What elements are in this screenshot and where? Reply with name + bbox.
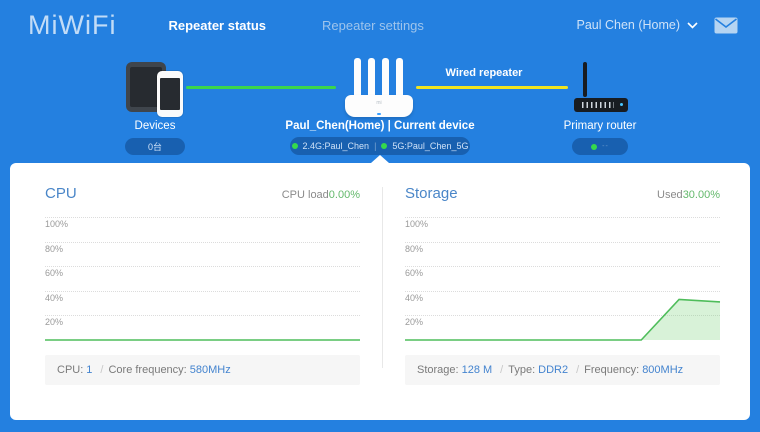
cpu-load-stat: CPU load0.00% [282,189,360,201]
router-antenna-icon [368,58,375,98]
storage-info-bar: Storage: 128 M / Type: DDR2 / Frequency:… [405,355,720,385]
separator: / [576,364,580,376]
status-dot-2-4g [291,143,298,149]
gridline [45,315,360,317]
router-antenna-icon [396,58,403,98]
router-vents [582,102,614,108]
gridline [405,217,720,218]
devices-count: 0台 [147,142,162,152]
main-nav: Repeater status Repeater settings [168,18,423,33]
ssid-2-4g: 2.4G:Paul_Chen [302,141,370,151]
wired-link-line [416,86,568,89]
ssid-5g: 5G:Paul_Chen_5G [392,141,469,151]
storage-used-label: Used [657,189,683,201]
cpu-series [45,211,360,343]
y-axis-tick: 40% [45,292,64,303]
current-device-label: Paul_Chen(Home) | Current device [285,120,475,132]
storage-type-value: DDR2 [538,364,569,376]
cpu-load-value: 0.00% [328,189,360,201]
storage-series [405,211,720,343]
gridline [405,315,720,317]
router-led [377,113,381,115]
gridline [45,290,360,292]
gridline [405,266,720,268]
gridline [45,266,360,268]
wireless-link-line [186,86,336,89]
y-axis-tick: 60% [45,268,64,279]
devices-count-badge[interactable]: 0台 [125,138,185,155]
y-axis-tick: 80% [405,243,424,254]
cpu-count-value: 1 [86,364,93,376]
cpu-load-label: CPU load [281,189,329,201]
gridline [405,241,720,243]
repeater-router-icon: mi [345,95,413,117]
storage-chart: 100% 80% 60% 40% 20% [405,211,720,343]
cpu-chart: 100% 80% 60% 40% 20% [45,211,360,343]
storage-size-value: 128 M [461,364,493,376]
ssid-badge[interactable]: 2.4G:Paul_Chen | 5G:Paul_Chen_5G [290,137,470,155]
account-name: Paul Chen (Home) [576,18,680,32]
storage-used-value: 30.00% [682,189,720,201]
separator: / [500,364,504,376]
primary-status-dot [591,143,598,150]
top-nav: MiWiFi Repeater status Repeater settings… [0,0,760,50]
cpu-title: CPU [45,185,77,202]
gridline [405,290,720,292]
cpu-count-label: CPU: [57,364,84,376]
separator: / [100,364,104,376]
router-antenna-icon [354,58,361,98]
primary-router-label: Primary router [563,120,637,132]
y-axis-tick: 40% [405,292,424,303]
tab-repeater-status[interactable]: Repeater status [168,17,267,33]
primary-router-status-badge[interactable]: -- [572,138,628,155]
router-antenna-icon [382,58,389,98]
mi-logo-mark: mi [376,100,382,106]
account-menu[interactable]: Paul Chen (Home) [576,18,698,32]
core-frequency-label: Core frequency: [108,364,187,376]
tab-repeater-settings[interactable]: Repeater settings [322,17,424,33]
panel-pointer [371,155,389,163]
wired-repeater-label: Wired repeater [445,67,523,79]
y-axis-tick: 80% [45,243,64,254]
storage-used-stat: Used30.00% [657,189,720,201]
storage-type-label: Type: [508,364,536,376]
storage-header: Storage Used30.00% [405,185,720,202]
status-tick-marks: -- [602,143,609,150]
storage-frequency-label: Frequency: [584,364,640,376]
ssid-separator: | [374,141,377,151]
devices-label: Devices [134,120,176,132]
cpu-header: CPU CPU load0.00% [45,185,360,202]
y-axis-tick: 100% [45,219,69,229]
mail-button[interactable] [714,17,738,34]
chevron-down-icon [687,21,698,29]
status-dot-5g [381,143,388,149]
cpu-section: CPU CPU load0.00% 100% 80% 60% 40% 20% CPU: … [45,185,360,398]
primary-router-icon [574,98,628,112]
storage-size-label: Storage: [417,364,459,376]
miwifi-app: MiWiFi Repeater status Repeater settings… [0,0,760,420]
gridline [45,217,360,218]
mail-icon [714,17,738,33]
storage-frequency-value: 800MHz [642,364,684,376]
y-axis-tick: 100% [405,219,429,229]
core-frequency-value: 580MHz [189,364,231,376]
panel-divider [382,187,383,368]
primary-router-antenna-icon [583,62,587,97]
cpu-info-bar: CPU: 1 / Core frequency: 580MHz [45,355,360,385]
miwifi-logo: MiWiFi [28,9,117,40]
primary-router-led [620,103,623,106]
storage-section: Storage Used30.00% 100% 80% 60% 40% 20% Stor… [405,185,720,398]
status-panel: CPU CPU load0.00% 100% 80% 60% 40% 20% CPU: … [10,155,750,420]
network-topology: Devices 0台 mi Paul_Chen(Home) | Current … [0,50,760,163]
phone-icon [157,71,183,117]
gridline [45,241,360,243]
y-axis-tick: 20% [405,317,424,328]
y-axis-tick: 60% [405,268,424,279]
panel-inner: CPU CPU load0.00% 100% 80% 60% 40% 20% CPU: … [10,163,750,398]
storage-title: Storage [405,185,458,202]
y-axis-tick: 20% [45,317,64,328]
